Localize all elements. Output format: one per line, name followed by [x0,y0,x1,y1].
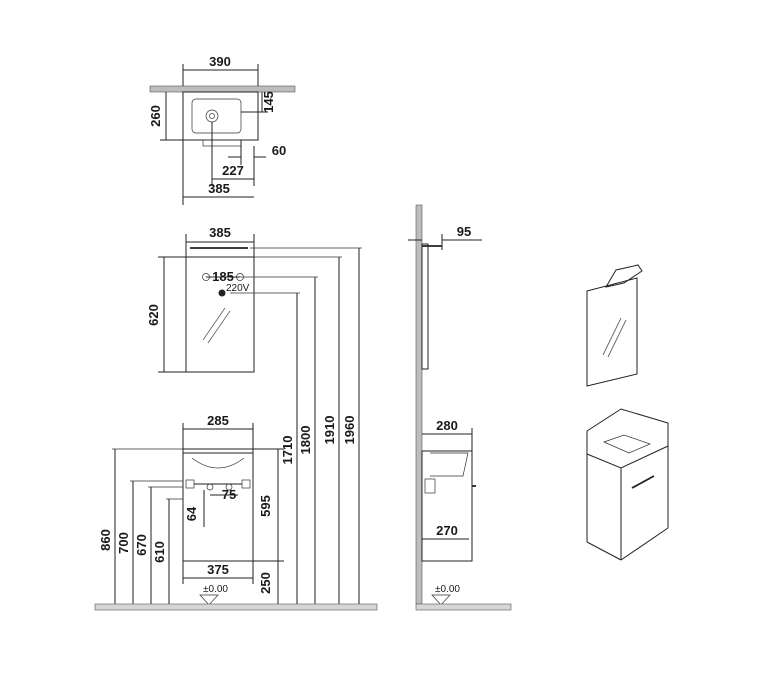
side-cabinet-depth-label: 270 [436,523,458,538]
hinge-right [241,479,251,489]
cabinet-width-label: 375 [207,562,229,577]
top-view: 390 260 145 60 227 385 [148,54,296,205]
mirror-height-label: 620 [146,304,161,326]
height-700-label: 700 [116,532,131,554]
height-1960-label: 1960 [342,416,357,445]
top-view-wall [149,85,296,93]
drain-height-label: 64 [184,506,199,521]
cabinet-outline [182,448,254,562]
perspective-basin-top [586,408,669,469]
drain-pipe [202,139,242,147]
side-top-depth-label: 280 [436,418,458,433]
top-edge-label: 145 [261,91,276,113]
mirror-outline [185,256,255,373]
mirror-width-label: 385 [209,225,231,240]
basin-width-label: 285 [207,413,229,428]
perspective-mirror [586,277,638,387]
top-offset-label: 60 [272,143,286,158]
basin-tap-hole [205,109,219,123]
top-depth-label: 260 [148,105,163,127]
hinge-left [185,479,195,489]
drain-offset-label: 75 [222,487,236,502]
perspective-lamp [604,264,643,288]
top-base-label: 385 [208,181,230,196]
perspective-view [586,264,669,561]
height-1910-label: 1910 [322,416,337,445]
lamp-projection-label: 95 [457,224,471,239]
height-860-label: 860 [98,529,113,551]
height-670-label: 670 [134,534,149,556]
side-basin [430,452,469,477]
height-1710-label: 1710 [280,436,295,465]
power-outlet-icon [218,289,226,297]
side-view: 95 280 270 ±0.00 [408,204,512,611]
height-1800-label: 1800 [298,426,313,455]
height-610-label: 610 [152,541,167,563]
level-marker-icon [199,594,219,606]
floor-gap-label: 250 [258,572,273,594]
side-level-label: ±0.00 [435,584,460,595]
front-floor [94,603,378,611]
top-tap-label: 227 [222,163,244,178]
basin-bowl [191,98,242,134]
socket-spacing-label: 185 [212,269,234,284]
side-mirror [421,243,429,370]
side-cabinet [421,450,473,562]
side-floor [415,603,512,611]
side-view-wall [415,204,423,605]
front-view: 185 220V 385 620 285 75 64 [94,225,378,611]
side-level-marker-icon [431,594,451,606]
cabinet-height-label: 595 [258,495,273,517]
voltage-label: 220V [226,283,250,294]
top-width-label: 390 [209,54,231,69]
front-level-label: ±0.00 [203,584,228,595]
perspective-basin-bowl [603,434,651,454]
basin-curve [191,457,245,469]
perspective-handle [631,475,655,489]
